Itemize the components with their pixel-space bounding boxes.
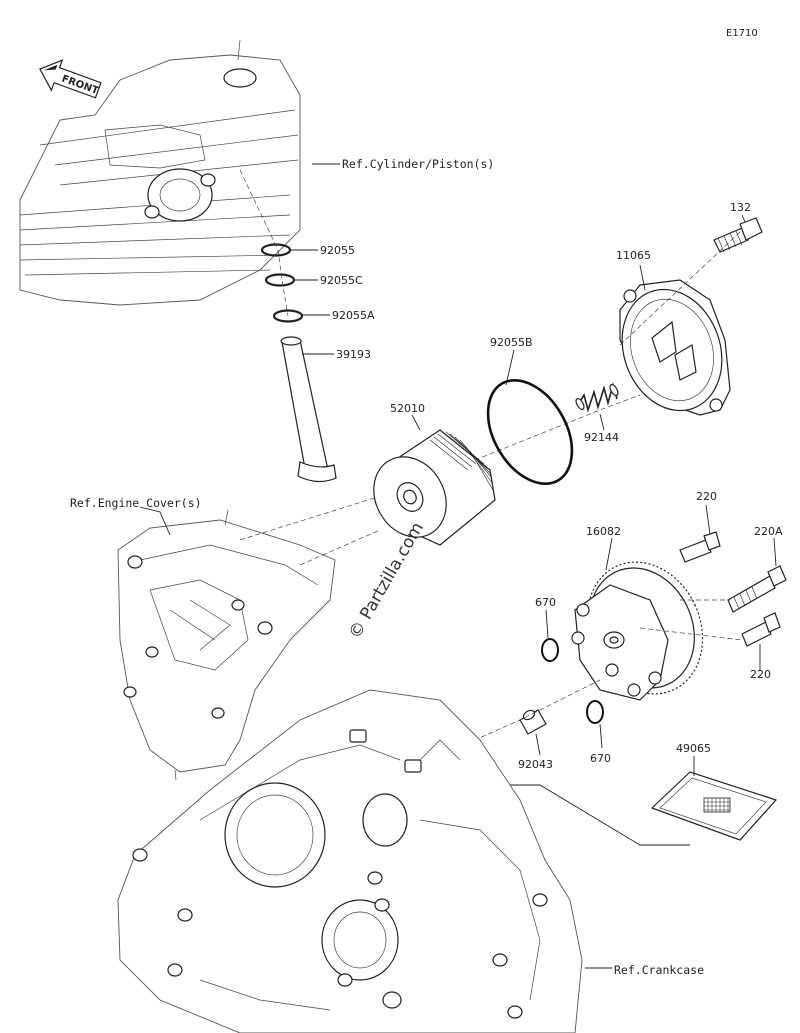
- leader-670-left: [545, 609, 549, 639]
- part-670-left-label: 670: [535, 596, 556, 609]
- part-220-bottom-label: 220: [750, 668, 771, 681]
- spring-92144: [575, 382, 619, 413]
- part-16082-label: 16082: [586, 525, 621, 538]
- o-ring-670-left: [541, 638, 559, 662]
- crankcase-ghost: [117, 689, 583, 1033]
- part-92055c-label: 92055C: [320, 274, 363, 287]
- part-92055-label: 92055: [320, 244, 355, 257]
- front-arrow-icon: FRONT: [39, 59, 102, 99]
- leader-92144: [599, 413, 605, 431]
- part-92055a-label: 92055A: [332, 309, 375, 322]
- part-39193-label: 39193: [336, 348, 371, 361]
- part-92043-label: 92043: [518, 758, 553, 771]
- o-ring-92055b: [486, 378, 574, 486]
- o-ring-670-right: [586, 700, 604, 724]
- part-92055b-label: 92055B: [490, 336, 533, 349]
- leader-220-top: [705, 504, 711, 535]
- leader-92055b: [505, 349, 515, 386]
- part-670-right-label: 670: [590, 752, 611, 765]
- leader-132: [741, 214, 746, 223]
- part-220a-label: 220A: [754, 525, 783, 538]
- bolt-132: [713, 217, 763, 253]
- leader-220a: [773, 537, 777, 567]
- strainer-49065: [650, 771, 778, 841]
- bolt-220-top: [679, 531, 721, 563]
- part-132-label: 132: [730, 201, 751, 214]
- o-ring-92055a: [272, 309, 304, 323]
- leader-52010: [411, 414, 421, 431]
- watermark: © Partzilla.com: [345, 519, 428, 643]
- ref-engine-cover-label: Ref.Engine Cover(s): [70, 496, 202, 510]
- ref-crankcase-label: Ref.Crankcase: [614, 963, 704, 977]
- leader-92043: [535, 733, 541, 756]
- leader-16082: [605, 537, 613, 571]
- leader-670-right: [599, 723, 603, 749]
- part-49065-label: 49065: [676, 742, 711, 755]
- oil-pipe-39193: [280, 336, 337, 483]
- o-ring-92055c: [264, 273, 296, 287]
- bolt-220-bottom: [741, 612, 781, 647]
- leader-strainer-ref: [510, 784, 690, 846]
- filter-cover-11065: [619, 279, 731, 416]
- ref-cylinder-label: Ref.Cylinder/Piston(s): [342, 157, 494, 171]
- part-52010-label: 52010: [390, 402, 425, 415]
- leader-engine-cover: [139, 506, 171, 536]
- part-92144-label: 92144: [584, 431, 619, 444]
- leader-11065: [639, 264, 646, 291]
- bolt-220a: [727, 565, 787, 613]
- cylinder-ghost: [19, 39, 301, 306]
- oil-pump-16082: [571, 561, 704, 701]
- dowel-pin-92043: [519, 709, 547, 735]
- diagram-code: E1710: [726, 28, 758, 39]
- part-220-top-label: 220: [696, 490, 717, 503]
- part-11065-label: 11065: [616, 249, 651, 262]
- engine-cover-ghost: [117, 509, 336, 781]
- oil-filter-52010: [373, 429, 496, 546]
